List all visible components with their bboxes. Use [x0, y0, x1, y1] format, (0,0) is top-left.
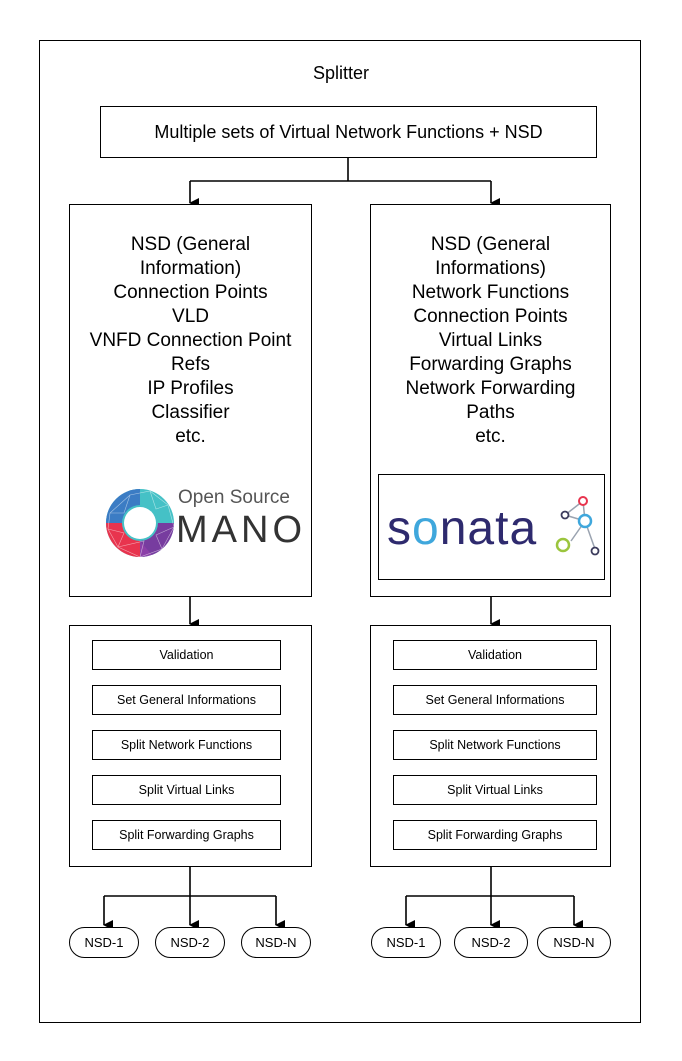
- info-line: Paths: [466, 402, 515, 423]
- info-line: etc.: [475, 426, 506, 447]
- osm-info-text: NSD (General Information) Connection Poi…: [70, 233, 311, 449]
- left-step-set-general-informations: Set General Informations: [92, 685, 281, 715]
- sonata-logo: sonata: [378, 474, 605, 580]
- left-output-nsd-n: NSD-N: [241, 927, 311, 958]
- right-step-split-network-functions: Split Network Functions: [393, 730, 597, 760]
- info-line: IP Profiles: [147, 378, 234, 399]
- info-line: Refs: [170, 354, 211, 375]
- left-step-split-forwarding-graphs: Split Forwarding Graphs: [92, 820, 281, 850]
- left-output-nsd-1: NSD-1: [69, 927, 139, 958]
- info-line: Network Forwarding: [405, 378, 576, 399]
- osm-logo-icon: [100, 483, 180, 563]
- info-line: VNFD Connection Point: [89, 330, 292, 351]
- sonata-info-text: NSD (General Informations) Network Funct…: [371, 233, 610, 449]
- right-output-nsd-n: NSD-N: [537, 927, 611, 958]
- info-line: Information): [139, 258, 242, 279]
- right-step-set-general-informations: Set General Informations: [393, 685, 597, 715]
- osm-logo-subtitle: Open Source: [178, 487, 290, 508]
- right-output-nsd-2: NSD-2: [454, 927, 528, 958]
- diagram-frame: [39, 40, 641, 1023]
- sonata-logo-text: sonata: [387, 502, 538, 555]
- info-line: NSD (General: [430, 234, 551, 255]
- sonata-info-box: NSD (General Informations) Network Funct…: [370, 204, 611, 597]
- osm-logo-title: MANO: [176, 509, 306, 551]
- right-step-validation: Validation: [393, 640, 597, 670]
- network-graph-icon: [549, 493, 603, 563]
- info-line: etc.: [175, 426, 206, 447]
- left-step-split-virtual-links: Split Virtual Links: [92, 775, 281, 805]
- right-step-split-forwarding-graphs: Split Forwarding Graphs: [393, 820, 597, 850]
- right-output-nsd-1: NSD-1: [371, 927, 441, 958]
- info-line: Network Functions: [411, 282, 570, 303]
- info-line: VLD: [172, 306, 209, 327]
- diagram-title: Splitter: [312, 63, 370, 83]
- info-line: Informations): [435, 258, 546, 279]
- info-line: Forwarding Graphs: [409, 354, 572, 375]
- right-step-split-virtual-links: Split Virtual Links: [393, 775, 597, 805]
- info-line: NSD (General: [130, 234, 251, 255]
- input-box: Multiple sets of Virtual Network Functio…: [100, 106, 597, 158]
- info-line: Virtual Links: [438, 330, 543, 351]
- left-output-nsd-2: NSD-2: [155, 927, 225, 958]
- info-line: Connection Points: [413, 306, 568, 327]
- input-box-label: Multiple sets of Virtual Network Functio…: [154, 121, 543, 142]
- info-line: Connection Points: [113, 282, 268, 303]
- left-step-split-network-functions: Split Network Functions: [92, 730, 281, 760]
- osm-info-box: NSD (General Information) Connection Poi…: [69, 204, 312, 597]
- left-step-validation: Validation: [92, 640, 281, 670]
- info-line: Classifier: [151, 402, 230, 423]
